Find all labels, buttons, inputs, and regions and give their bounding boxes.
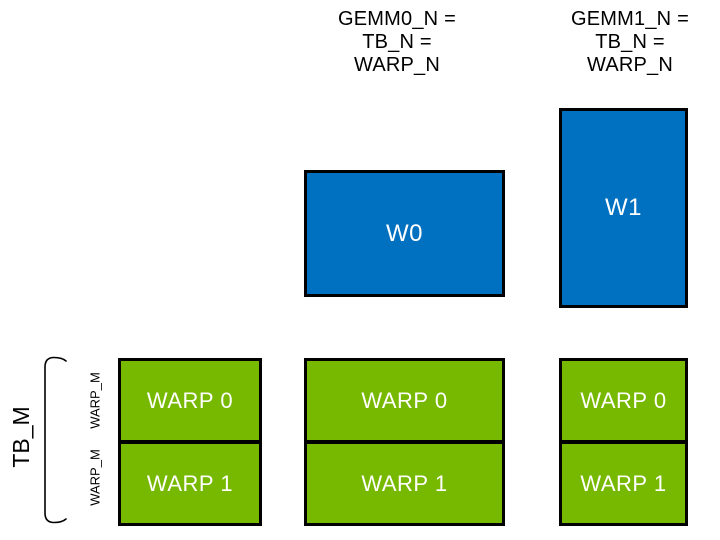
w1-label: W1 <box>605 194 642 221</box>
warp-m-label-top: WARP_M <box>87 372 103 429</box>
gemm0-warp-tile: W0 <box>304 170 505 297</box>
gemm0-column-header: GEMM0_N = TB_N = WARP_N <box>338 8 456 76</box>
w0-label: W0 <box>386 219 423 247</box>
tb-m-bracket <box>44 356 67 524</box>
warp1-cell: WARP 1 <box>121 440 259 523</box>
thread-block-tile-right: WARP 0 WARP 1 <box>559 358 688 526</box>
thread-block-tile-middle: WARP 0 WARP 1 <box>304 358 505 526</box>
warp-m-label-bottom: WARP_M <box>87 449 103 506</box>
gemm1-warp-tile: W1 <box>559 108 688 308</box>
warp0-cell: WARP 0 <box>361 387 448 413</box>
warp1-cell: WARP 1 <box>307 440 502 523</box>
warp1-cell: WARP 1 <box>562 440 685 523</box>
warp0-cell: WARP 0 <box>580 387 667 413</box>
tb-m-axis-label: TB_M <box>8 406 34 468</box>
thread-block-tile-left: WARP 0 WARP 1 <box>118 358 262 526</box>
warp0-cell: WARP 0 <box>146 387 234 413</box>
gemm1-column-header: GEMM1_N = TB_N = WARP_N <box>571 8 689 76</box>
